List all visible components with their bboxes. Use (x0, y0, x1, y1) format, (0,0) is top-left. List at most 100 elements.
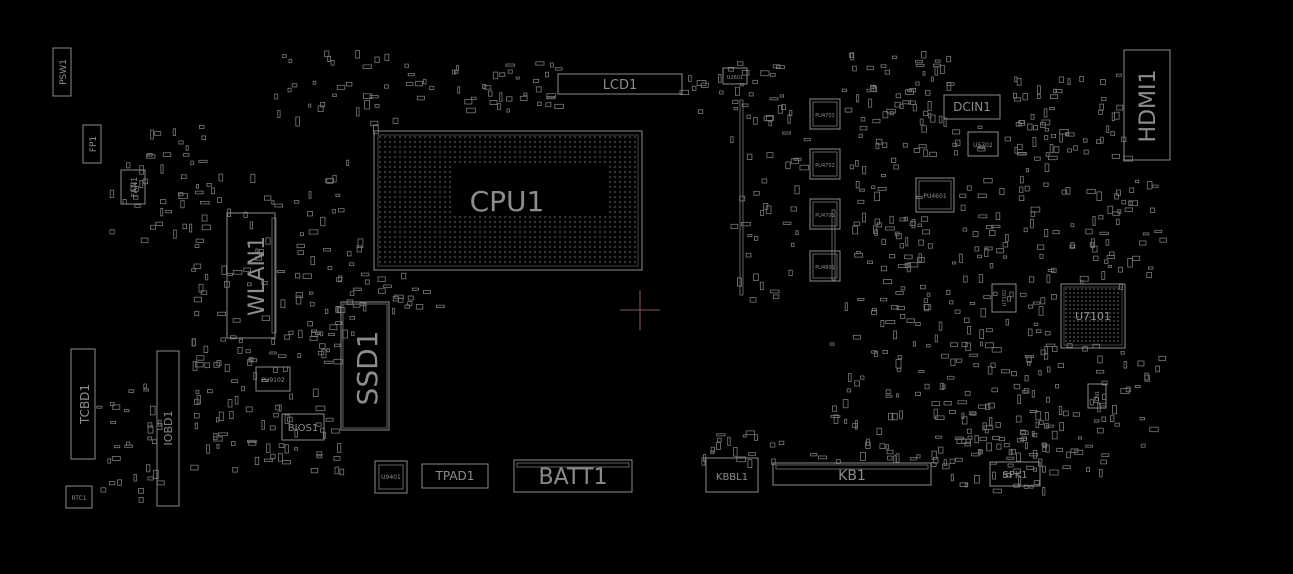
bga-ball (443, 245, 447, 249)
smd-part (405, 81, 414, 86)
bga-ball (623, 215, 627, 219)
batt-label: BATT1 (539, 465, 608, 490)
dcin-connector[interactable]: DCIN1 (943, 94, 1001, 120)
smd-part (1018, 475, 1022, 486)
bga-ball (588, 255, 592, 259)
bga-ball (558, 250, 562, 254)
bga-ball (413, 145, 417, 149)
smd-part (1044, 127, 1049, 132)
smd-part (1056, 447, 1063, 452)
smd-part (1044, 345, 1048, 355)
bga-ball (403, 230, 407, 234)
pu4702-ic[interactable]: PU4702 (809, 148, 841, 180)
bga-ball (498, 230, 502, 234)
smd-part (1090, 238, 1095, 249)
batt-connector[interactable]: BATT1 (513, 459, 633, 493)
bga-ball (523, 230, 527, 234)
smd-part (411, 287, 419, 291)
kbbl-connector[interactable]: KBBL1 (705, 457, 759, 493)
bga-ball (523, 250, 527, 254)
bga-ball (543, 245, 547, 249)
u5702-ic[interactable]: U5702 (967, 131, 999, 157)
pu4703-ic[interactable]: PU4703 (809, 98, 841, 130)
fan-connector[interactable]: FAN1 (120, 169, 146, 205)
smd-part (697, 109, 704, 114)
bga-ball (408, 140, 412, 144)
smd-part (918, 239, 924, 246)
iobd-connector[interactable]: IOBD1 (156, 350, 180, 507)
bga-ball (1080, 295, 1084, 299)
smd-part (855, 160, 859, 167)
bga-ball (633, 150, 637, 154)
bga-ball (603, 145, 607, 149)
bga-ball (418, 145, 422, 149)
fp-connector[interactable]: FP1 (82, 124, 102, 164)
smd-part (489, 100, 498, 106)
bga-ball (568, 255, 572, 259)
smd-part (384, 53, 390, 62)
bga-ball (473, 140, 477, 144)
smd-part (855, 180, 860, 189)
bga-ball (483, 250, 487, 254)
bga-ball (1088, 335, 1092, 339)
bga-ball (513, 255, 517, 259)
wlan-slot[interactable]: WLAN1 (226, 212, 277, 339)
u9401-ic[interactable]: U9401 (374, 460, 408, 494)
smd-part (749, 297, 757, 303)
bga-ball (533, 140, 537, 144)
bga-ball (433, 140, 437, 144)
psw-connector[interactable]: PSW1 (52, 47, 72, 97)
u2601-ic[interactable]: U2601 (722, 67, 748, 85)
tpad-connector[interactable]: TPAD1 (421, 463, 489, 489)
smd-part (746, 153, 753, 161)
bga-ball (383, 190, 387, 194)
bga-ball (478, 245, 482, 249)
ssd-slot[interactable]: SSD1 (340, 301, 390, 431)
smd-part (1089, 242, 1094, 248)
pu4601-ic[interactable]: PU4601 (915, 177, 955, 213)
kb-connector[interactable]: KB1 (772, 462, 932, 486)
smd-part (1100, 459, 1107, 465)
bga-ball (443, 250, 447, 254)
bga-ball (418, 220, 422, 224)
smd-part (968, 411, 977, 415)
bga-ball (433, 155, 437, 159)
cn1-connector[interactable]: CN1 (1087, 383, 1107, 409)
bga-ball (598, 245, 602, 249)
pu9102-ic[interactable]: PU9102 (255, 366, 291, 392)
bios-chip[interactable]: BIOS1 (281, 413, 325, 441)
smd-part (1013, 468, 1021, 475)
tcbd-connector[interactable]: TCBD1 (70, 348, 96, 460)
bga-ball (433, 205, 437, 209)
smd-part (871, 185, 876, 190)
u7101-ic[interactable]: U7101 (1060, 283, 1126, 349)
smd-part (1001, 369, 1011, 374)
bga-ball (1112, 323, 1116, 327)
smd-part (1024, 375, 1029, 382)
smd-part (1016, 452, 1021, 462)
bga-ball (488, 215, 492, 219)
smd-part (307, 321, 313, 327)
spk-connector[interactable]: SPK1 (989, 461, 1041, 487)
bga-ball (378, 180, 382, 184)
smd-part (332, 93, 337, 97)
cpu-package[interactable]: CPU1 (373, 130, 643, 271)
smd-part (194, 244, 200, 249)
bga-ball (538, 140, 542, 144)
smd-part (986, 328, 993, 333)
u7102-ic[interactable]: U7102 (991, 283, 1017, 313)
lcd-connector[interactable]: LCD1 (557, 73, 683, 95)
bga-ball (508, 135, 512, 139)
bga-ball (408, 185, 412, 189)
bga-ball (518, 255, 522, 259)
smd-part (143, 383, 147, 389)
bga-ball (1072, 287, 1076, 291)
rtc-connector[interactable]: RTC1 (65, 485, 93, 509)
bga-ball (613, 230, 617, 234)
pu4801-ic[interactable]: PU4801 (809, 250, 841, 282)
hdmi-connector[interactable]: HDMI1 (1123, 49, 1171, 161)
smd-part (910, 457, 918, 461)
pu4701-ic[interactable]: PU4701 (809, 198, 841, 230)
smd-part (1017, 143, 1023, 150)
smd-part (392, 307, 396, 315)
